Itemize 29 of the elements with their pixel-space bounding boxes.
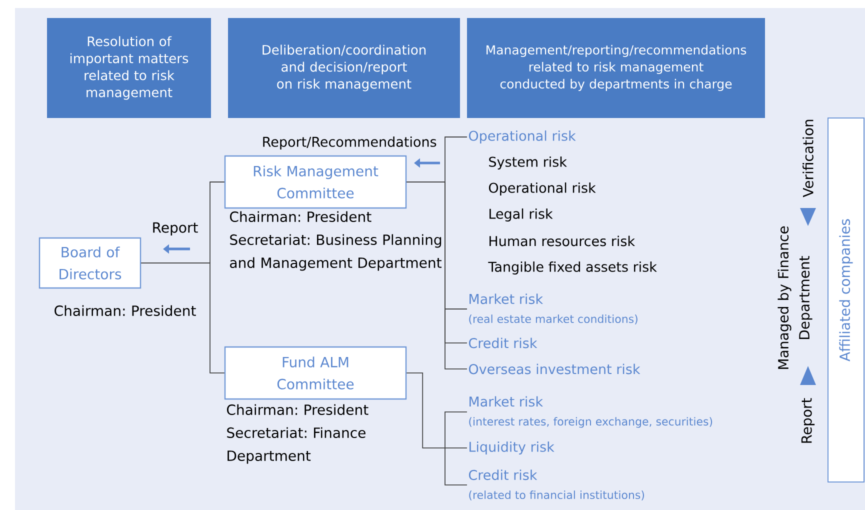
- label-text: Report/Recommendations: [263, 136, 436, 150]
- chairman-note: Chairman: President: [54, 305, 196, 316]
- risk-item: Tangible fixed assets risk: [488, 261, 657, 275]
- risk-item: Legal risk: [490, 208, 553, 222]
- risk-category: Market risk (real estate market conditions): [469, 294, 638, 324]
- risk-category: Credit risk: [468, 338, 538, 348]
- risk-category: Liquidity risk: [470, 441, 554, 455]
- rotated-label: Verification: [802, 120, 814, 198]
- affiliated-box: Affiliated companies: [828, 118, 864, 482]
- header-box: Deliberation/coordination and decision/report on risk management: [228, 18, 460, 118]
- risk-category: Market risk (interest rates, foreign exchange, securities): [469, 396, 712, 428]
- committee-box: Board of Directors: [38, 237, 142, 289]
- rotated-label: Managed by Finance Department: [778, 226, 812, 369]
- committee-box: Fund ALM Committee: [224, 346, 407, 400]
- label-text: Report: [153, 222, 198, 236]
- connector-line: [140, 262, 225, 374]
- risk-category: Credit risk (related to financial institutions): [468, 470, 644, 500]
- rotated-label: Report: [801, 398, 815, 443]
- committee-box: Risk Management Committee: [224, 155, 407, 209]
- chairman-note: Chairman: President Secretariat: Business Planning and Management Department: [230, 211, 442, 271]
- header-box: Management/reporting/recommendations related to risk management conducted by departments in charge: [467, 18, 765, 118]
- risk-item: Operational risk: [488, 182, 596, 196]
- risk-category: Operational risk: [468, 130, 576, 144]
- connector-line: [406, 372, 468, 486]
- risk-item: System risk: [489, 156, 567, 170]
- risk-item: Human resources risk: [490, 236, 635, 246]
- risk-category: Overseas investment risk: [468, 364, 640, 374]
- header-box: Resolution of important matters related to risk management: [47, 18, 211, 118]
- chairman-note: Chairman: President Secretariat: Finance Department: [227, 404, 368, 464]
